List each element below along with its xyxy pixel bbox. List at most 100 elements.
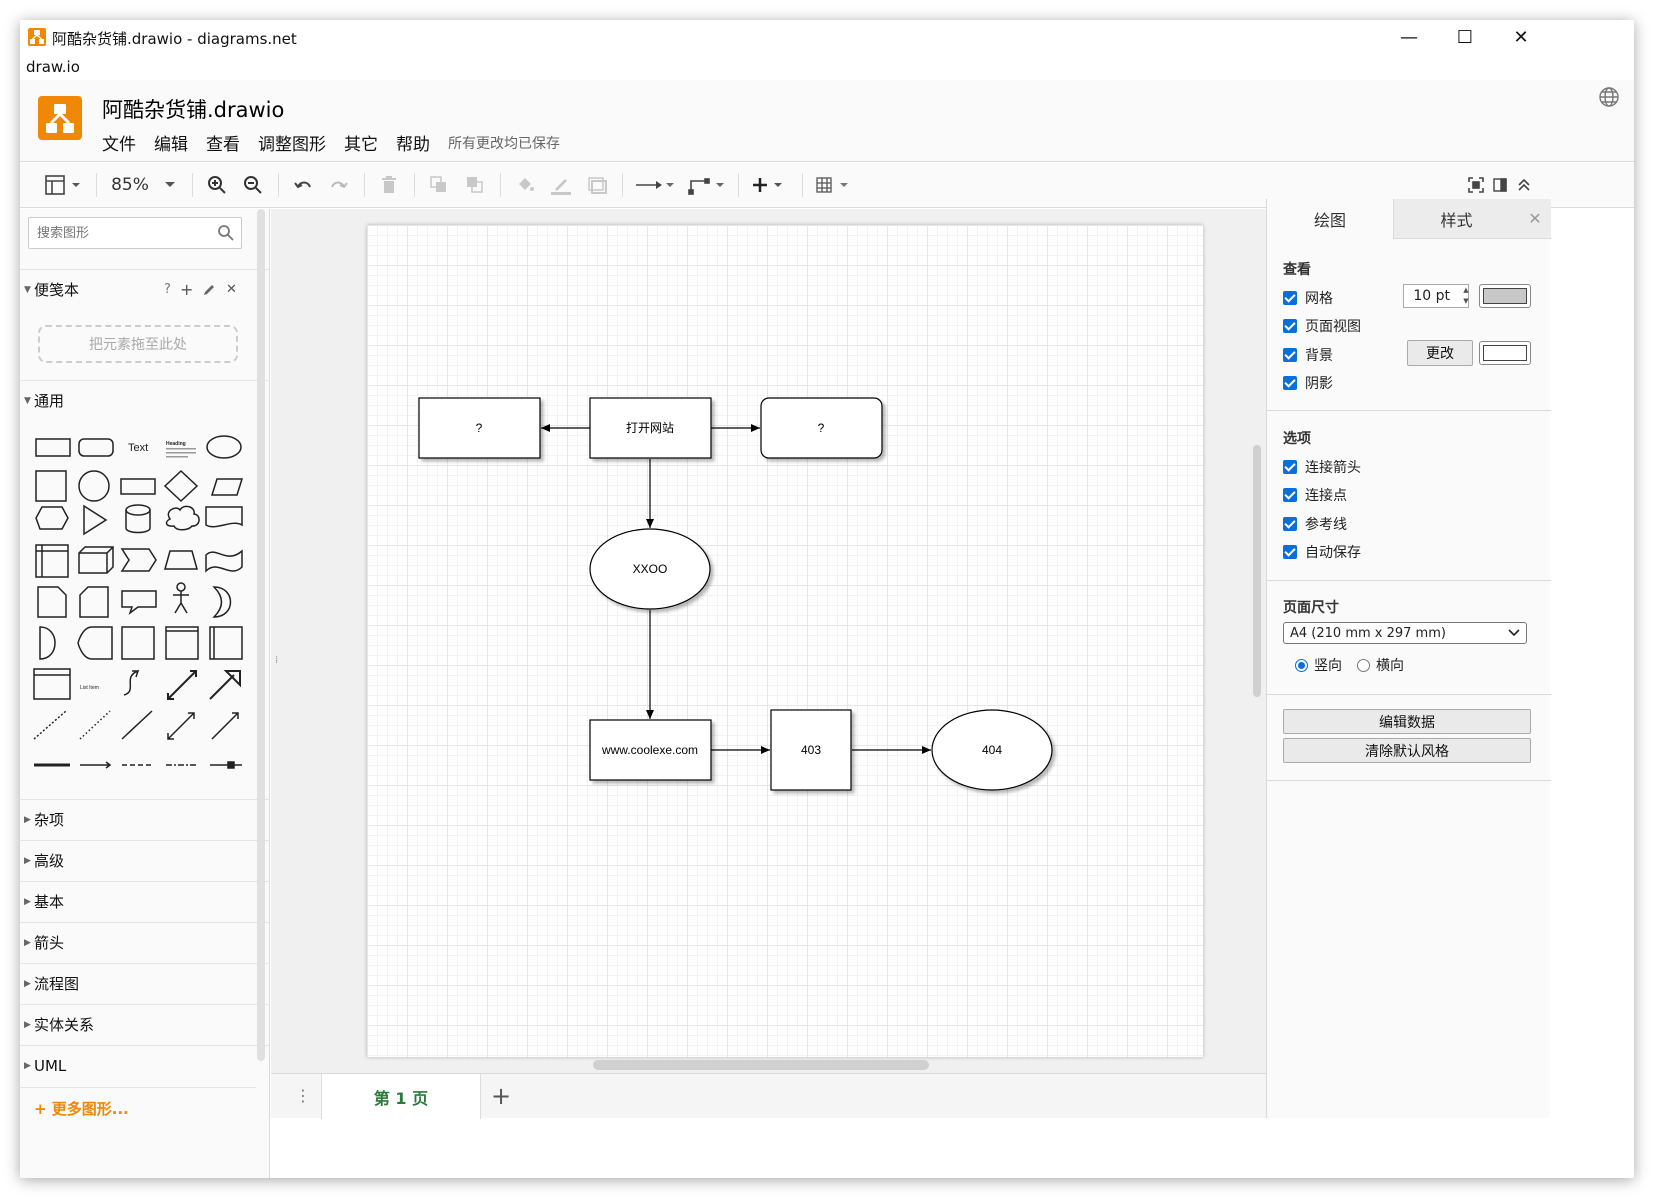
shape-list-container[interactable] <box>165 626 199 660</box>
edit-data-button[interactable]: 编辑数据 <box>1283 709 1531 734</box>
shape-swimlane[interactable] <box>209 626 243 660</box>
section-scratchpad[interactable]: ▼ 便笺本 ? + ✕ <box>20 269 269 309</box>
waypoints-icon[interactable] <box>688 171 728 199</box>
add-page-button[interactable]: + <box>491 1082 512 1110</box>
grid-checkbox-box[interactable] <box>1283 291 1297 305</box>
shape-circle[interactable] <box>78 470 110 502</box>
node-question-left[interactable] <box>418 397 541 459</box>
guides-checkbox[interactable]: 参考线 <box>1283 514 1347 534</box>
zoom-out-icon[interactable] <box>240 171 266 199</box>
shape-parallelogram[interactable] <box>210 478 244 496</box>
app-menu-label[interactable]: draw.io <box>26 58 80 76</box>
shape-tape[interactable] <box>205 549 243 573</box>
scratchpad-close-button[interactable]: ✕ <box>226 282 237 297</box>
page-view-checkbox-box[interactable] <box>1283 319 1297 333</box>
to-back-icon[interactable] <box>462 171 488 199</box>
shape-link-arrow[interactable] <box>80 761 112 769</box>
menu-file[interactable]: 文件 <box>102 135 136 155</box>
sidebar-resize-handle[interactable]: ⁞ <box>275 655 279 666</box>
sidebar-scrollbar[interactable] <box>257 209 265 1061</box>
shape-step[interactable] <box>120 548 157 572</box>
pages-menu-icon[interactable]: ⋮ <box>295 1086 311 1105</box>
shape-container[interactable] <box>121 626 155 660</box>
connection-arrows-checkbox[interactable]: 连接箭头 <box>1283 457 1361 477</box>
table-icon[interactable] <box>812 171 856 199</box>
page-tab-1[interactable]: 第 1 页 <box>321 1074 481 1119</box>
shape-text[interactable]: Text <box>128 442 148 454</box>
grid-color-swatch[interactable] <box>1479 284 1531 308</box>
background-color-swatch[interactable] <box>1479 341 1531 365</box>
shape-textbox[interactable]: Heading <box>166 441 186 447</box>
shadow-checkbox-box[interactable] <box>1283 376 1297 390</box>
shape-hexagon[interactable] <box>35 506 69 530</box>
zoom-value[interactable]: 85% <box>111 175 149 195</box>
diagram-page[interactable]: ? 打开网站 ? XXOO www.coolexe.com 403 404 <box>367 225 1203 1057</box>
section-entity-relation[interactable]: ▶实体关系 <box>20 1004 269 1044</box>
connection-points-checkbox[interactable]: 连接点 <box>1283 485 1347 505</box>
insert-plus-icon[interactable] <box>748 171 792 199</box>
clear-default-style-button[interactable]: 清除默认风格 <box>1283 738 1531 763</box>
collapse-chevron-up-icon[interactable] <box>1512 171 1536 199</box>
more-shapes-button[interactable]: + 更多图形... <box>20 1087 256 1137</box>
shape-curve[interactable] <box>123 669 140 696</box>
shape-directional-connector[interactable] <box>211 712 239 740</box>
fullscreen-icon[interactable] <box>1464 171 1488 199</box>
scratchpad-drop-area[interactable]: 把元素拖至此处 <box>38 325 238 363</box>
scratchpad-help-button[interactable]: ? <box>164 282 171 297</box>
search-input[interactable] <box>29 218 209 248</box>
section-misc[interactable]: ▶杂项 <box>20 799 269 839</box>
landscape-radio[interactable]: 横向 <box>1357 655 1404 675</box>
portrait-radio[interactable]: 竖向 <box>1295 655 1342 675</box>
delete-trash-icon[interactable] <box>376 171 402 199</box>
undo-icon[interactable] <box>290 171 316 199</box>
node-open-website[interactable] <box>589 397 712 459</box>
shape-square[interactable] <box>35 470 67 502</box>
shape-callout[interactable] <box>121 590 157 616</box>
grid-checkbox[interactable]: 网格 <box>1283 288 1333 308</box>
connection-style-icon[interactable] <box>632 171 676 199</box>
document-title[interactable]: 阿酷杂货铺.drawio <box>102 98 285 122</box>
shape-cloud[interactable] <box>165 505 200 531</box>
shape-triangle[interactable] <box>83 504 108 536</box>
canvas-vertical-scrollbar[interactable] <box>1253 445 1261 697</box>
shape-line[interactable] <box>121 710 153 740</box>
shape-arrow-diagonal[interactable] <box>209 670 241 700</box>
shape-dotted-line[interactable] <box>79 710 111 740</box>
shape-dashed-line[interactable] <box>33 710 67 740</box>
section-uml[interactable]: ▶UML <box>20 1045 269 1085</box>
menu-view[interactable]: 查看 <box>206 135 240 155</box>
grid-size-input[interactable]: 10 pt <box>1403 284 1469 308</box>
menu-arrange[interactable]: 调整图形 <box>258 135 326 155</box>
shape-rounded-rectangle[interactable] <box>78 438 114 457</box>
shape-trapezoid[interactable] <box>164 550 198 570</box>
shape-cube[interactable] <box>78 546 114 574</box>
to-front-icon[interactable] <box>426 171 452 199</box>
zoom-in-icon[interactable] <box>204 171 230 199</box>
grid-size-stepper[interactable]: ▲▼ <box>1463 286 1469 305</box>
format-panel-close-button[interactable]: ✕ <box>1519 199 1551 239</box>
redo-icon[interactable] <box>326 171 352 199</box>
search-icon[interactable] <box>217 224 235 242</box>
shape-display[interactable] <box>77 626 113 660</box>
format-panel-toggle[interactable] <box>40 171 84 199</box>
format-panel-icon[interactable] <box>1488 171 1512 199</box>
section-basic[interactable]: ▶基本 <box>20 881 269 921</box>
menu-edit[interactable]: 编辑 <box>154 135 188 155</box>
connection-arrows-box[interactable] <box>1283 460 1297 474</box>
shape-list-item[interactable]: List Item <box>80 685 99 691</box>
tab-style[interactable]: 样式 <box>1393 199 1519 239</box>
background-checkbox-box[interactable] <box>1283 348 1297 362</box>
diagram-canvas[interactable]: ⁞ <box>271 209 1266 1073</box>
menu-help[interactable]: 帮助 <box>396 135 430 155</box>
autosave-checkbox[interactable]: 自动保存 <box>1283 542 1361 562</box>
shape-delay[interactable] <box>39 626 56 660</box>
node-xxoo[interactable] <box>589 528 711 610</box>
shape-note[interactable] <box>37 586 67 618</box>
shape-actor[interactable] <box>176 582 186 592</box>
page-size-select[interactable]: A4 (210 mm x 297 mm) <box>1283 622 1527 644</box>
section-advanced[interactable]: ▶高级 <box>20 840 269 880</box>
autosave-box[interactable] <box>1283 545 1297 559</box>
shape-rectangle[interactable] <box>35 438 71 457</box>
minimize-button[interactable]: — <box>1400 26 1418 48</box>
shape-card[interactable] <box>79 586 109 618</box>
